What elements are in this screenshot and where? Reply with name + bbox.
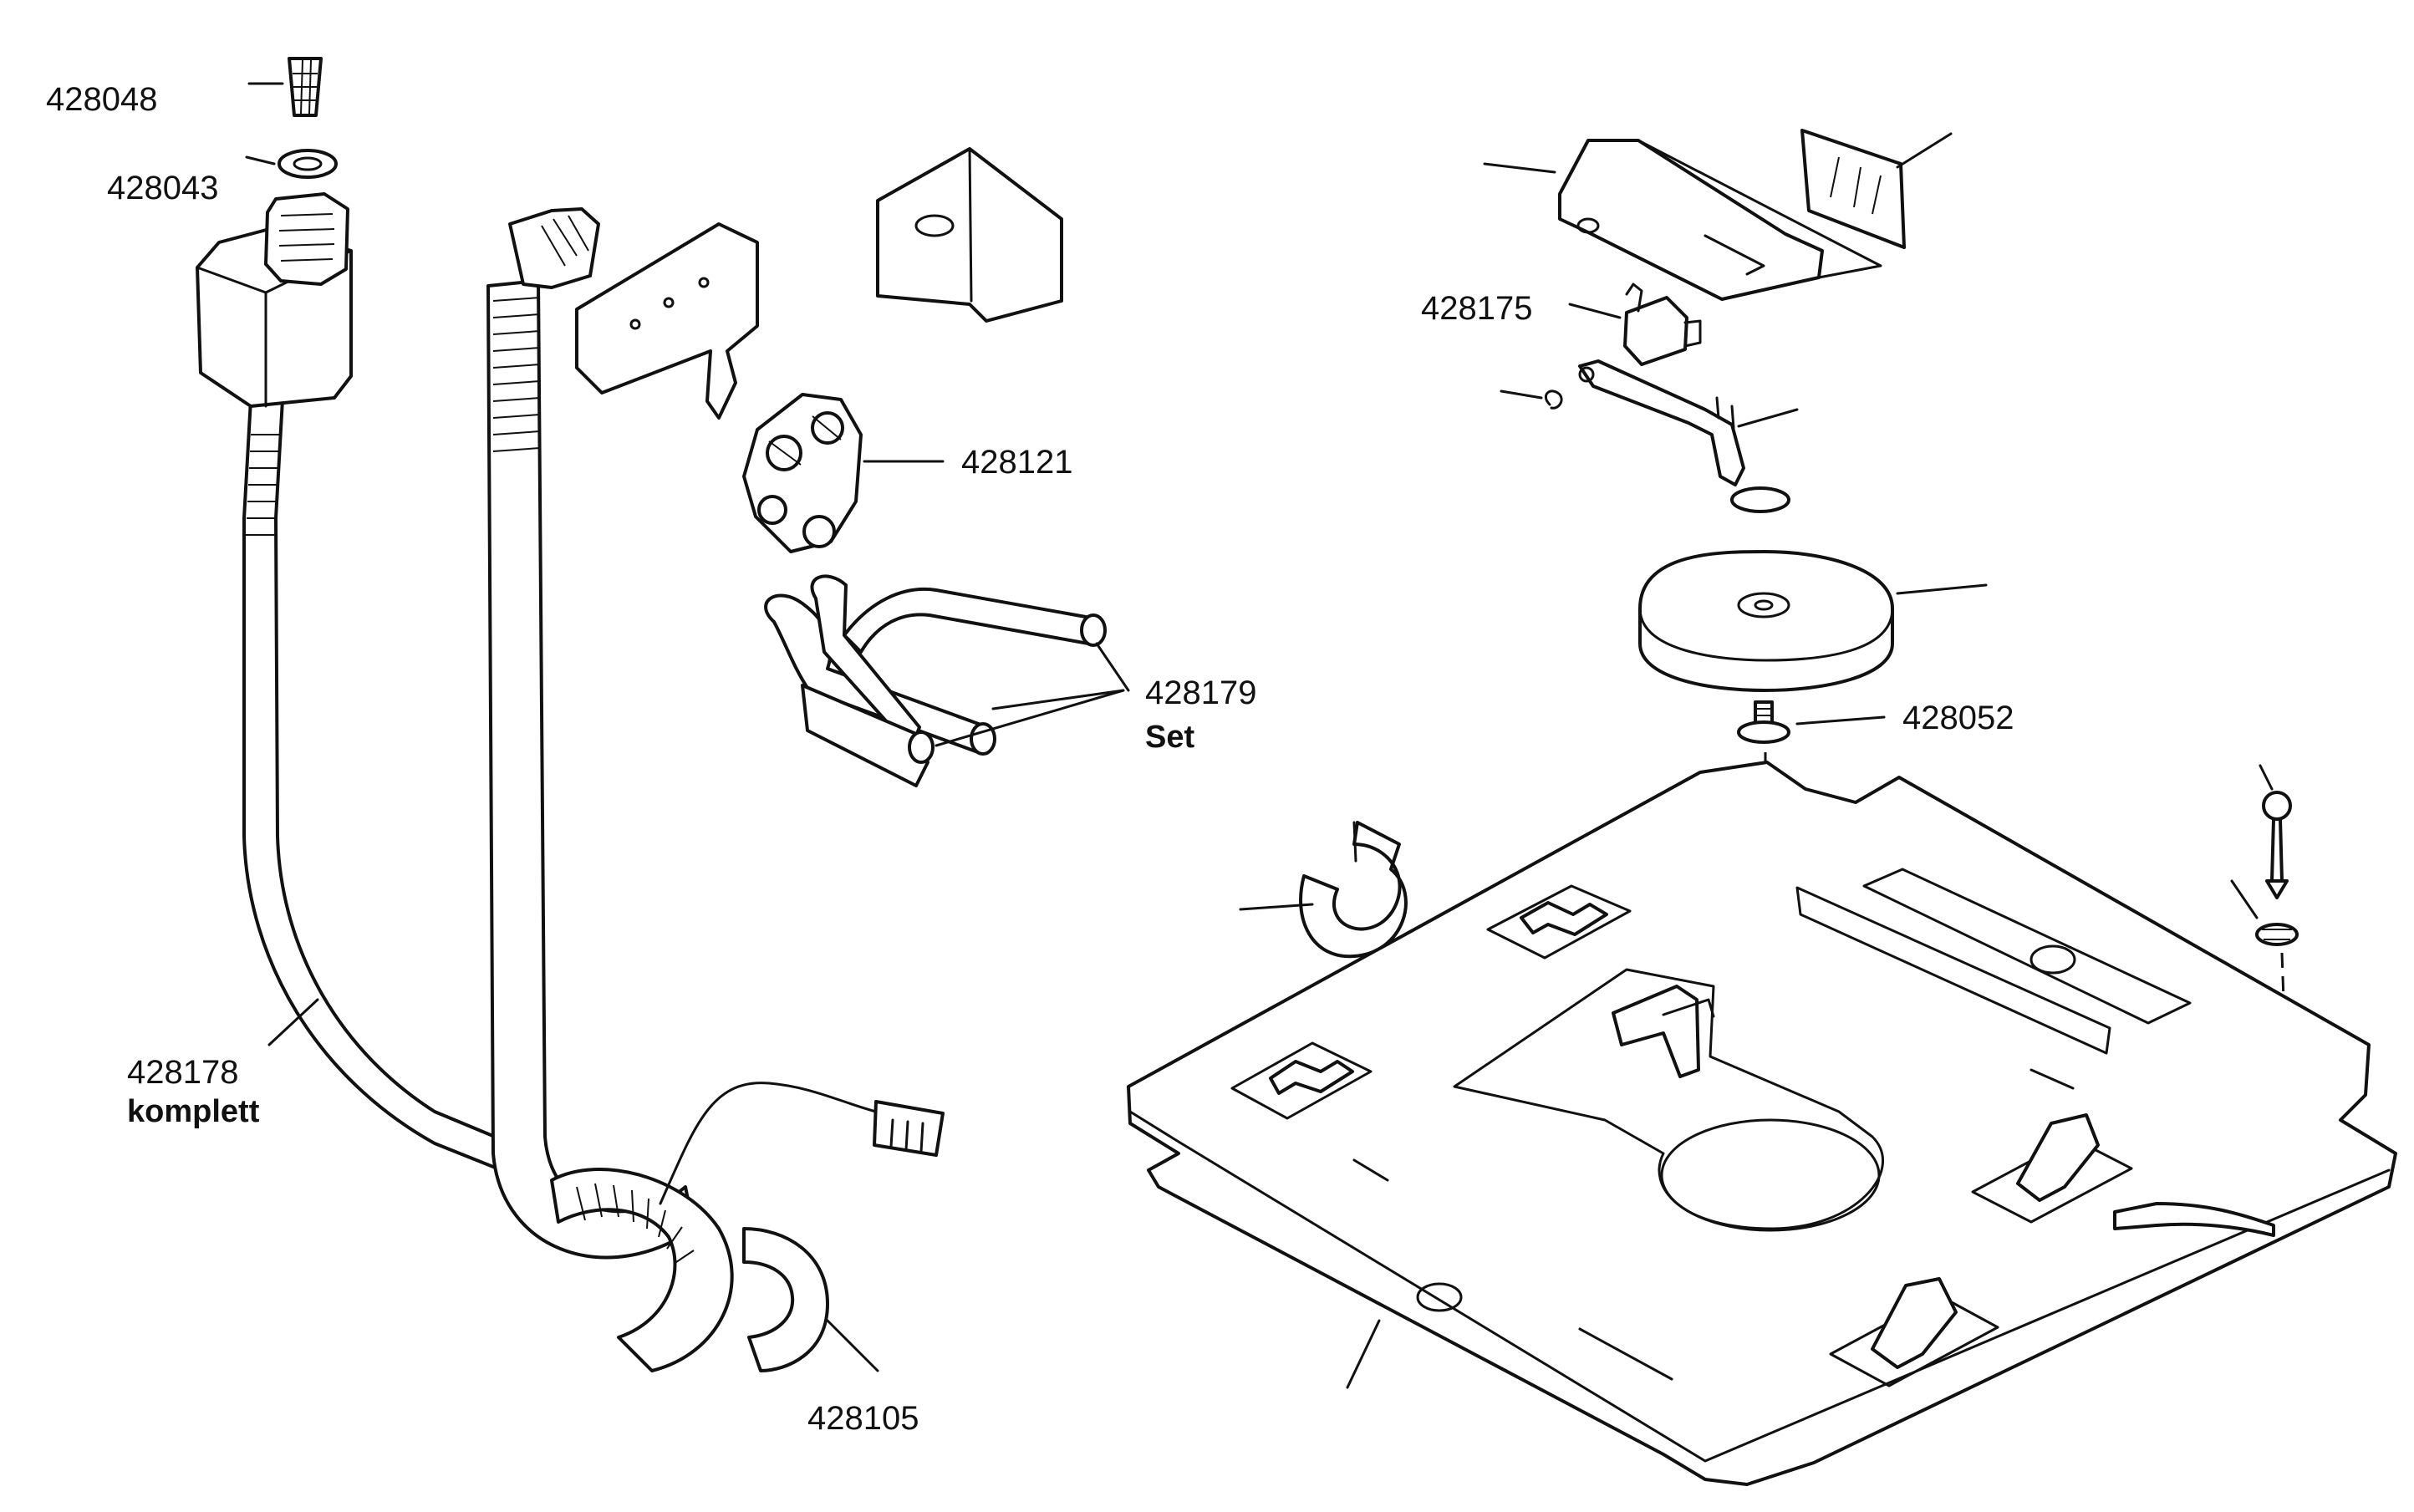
label-plate-part bbox=[1800, 129, 1906, 249]
part-note-komplett: komplett bbox=[127, 1094, 260, 1129]
base-plate-part bbox=[1127, 761, 2397, 1486]
bolt-part bbox=[1737, 700, 1790, 744]
leader-weight-disc bbox=[1896, 583, 1988, 595]
foot-pad-back-left bbox=[1486, 884, 1632, 960]
leader-lever-arm bbox=[1737, 408, 1799, 428]
part-number-428178: 428178 bbox=[127, 1054, 238, 1091]
foot-pad-right bbox=[1971, 1113, 2133, 1224]
leader-428105 bbox=[826, 1319, 879, 1372]
part-number-428052: 428052 bbox=[1902, 700, 2014, 736]
leader-e-clip bbox=[1500, 389, 1543, 400]
e-clip-part bbox=[1544, 389, 1563, 410]
shield-plate-part bbox=[876, 147, 1063, 323]
wire-connector-part bbox=[873, 1100, 945, 1157]
inlet-hose-assembly bbox=[196, 192, 545, 1189]
weight-disc-part bbox=[1638, 550, 1894, 692]
hose-clamp-part bbox=[1299, 821, 1408, 959]
lever-arm-part bbox=[1578, 359, 1790, 513]
foot-pad-front bbox=[1829, 1277, 1999, 1387]
hose-set-part bbox=[764, 574, 1107, 787]
leader-428179-a bbox=[991, 689, 1125, 710]
leader-pin bbox=[2259, 764, 2274, 791]
part-number-428048: 428048 bbox=[46, 81, 157, 118]
mounting-bracket-part bbox=[575, 222, 759, 420]
leader-grommet bbox=[2230, 879, 2259, 919]
water-valve-part bbox=[742, 393, 863, 553]
leader-label-plate bbox=[1896, 132, 1953, 169]
foot-pad-front-left bbox=[1230, 1041, 1373, 1120]
leader-428052 bbox=[1795, 715, 1886, 725]
switch-cover-part bbox=[1558, 139, 1882, 301]
leader-428179-b bbox=[935, 689, 1125, 747]
part-note-set: Set bbox=[1145, 720, 1194, 755]
grommet-part bbox=[2255, 923, 2299, 946]
boss-front bbox=[1416, 1282, 1463, 1312]
boss-back bbox=[2029, 944, 2076, 975]
pin-part bbox=[2262, 791, 2292, 899]
filter-cap-part bbox=[288, 57, 323, 117]
corrugated-hose-part bbox=[550, 1168, 734, 1372]
micro-switch-part bbox=[1623, 283, 1702, 366]
part-number-428179: 428179 bbox=[1145, 675, 1256, 711]
leader-428043 bbox=[245, 155, 276, 165]
half-clip-part bbox=[742, 1227, 829, 1372]
leader-428179-c bbox=[1095, 642, 1130, 692]
leader-428175 bbox=[1568, 303, 1622, 319]
part-number-428043: 428043 bbox=[107, 170, 218, 206]
seal-ring-part bbox=[278, 149, 338, 179]
leader-base-plate bbox=[1346, 1319, 1381, 1389]
leader-switch-cover bbox=[1483, 162, 1556, 174]
part-number-428175: 428175 bbox=[1421, 290, 1532, 327]
leader-hose-clamp bbox=[1239, 903, 1314, 911]
leader-428178 bbox=[267, 998, 319, 1046]
part-number-428121: 428121 bbox=[961, 444, 1072, 481]
sensor-wire-part bbox=[659, 1082, 878, 1205]
part-number-428105: 428105 bbox=[807, 1400, 919, 1437]
